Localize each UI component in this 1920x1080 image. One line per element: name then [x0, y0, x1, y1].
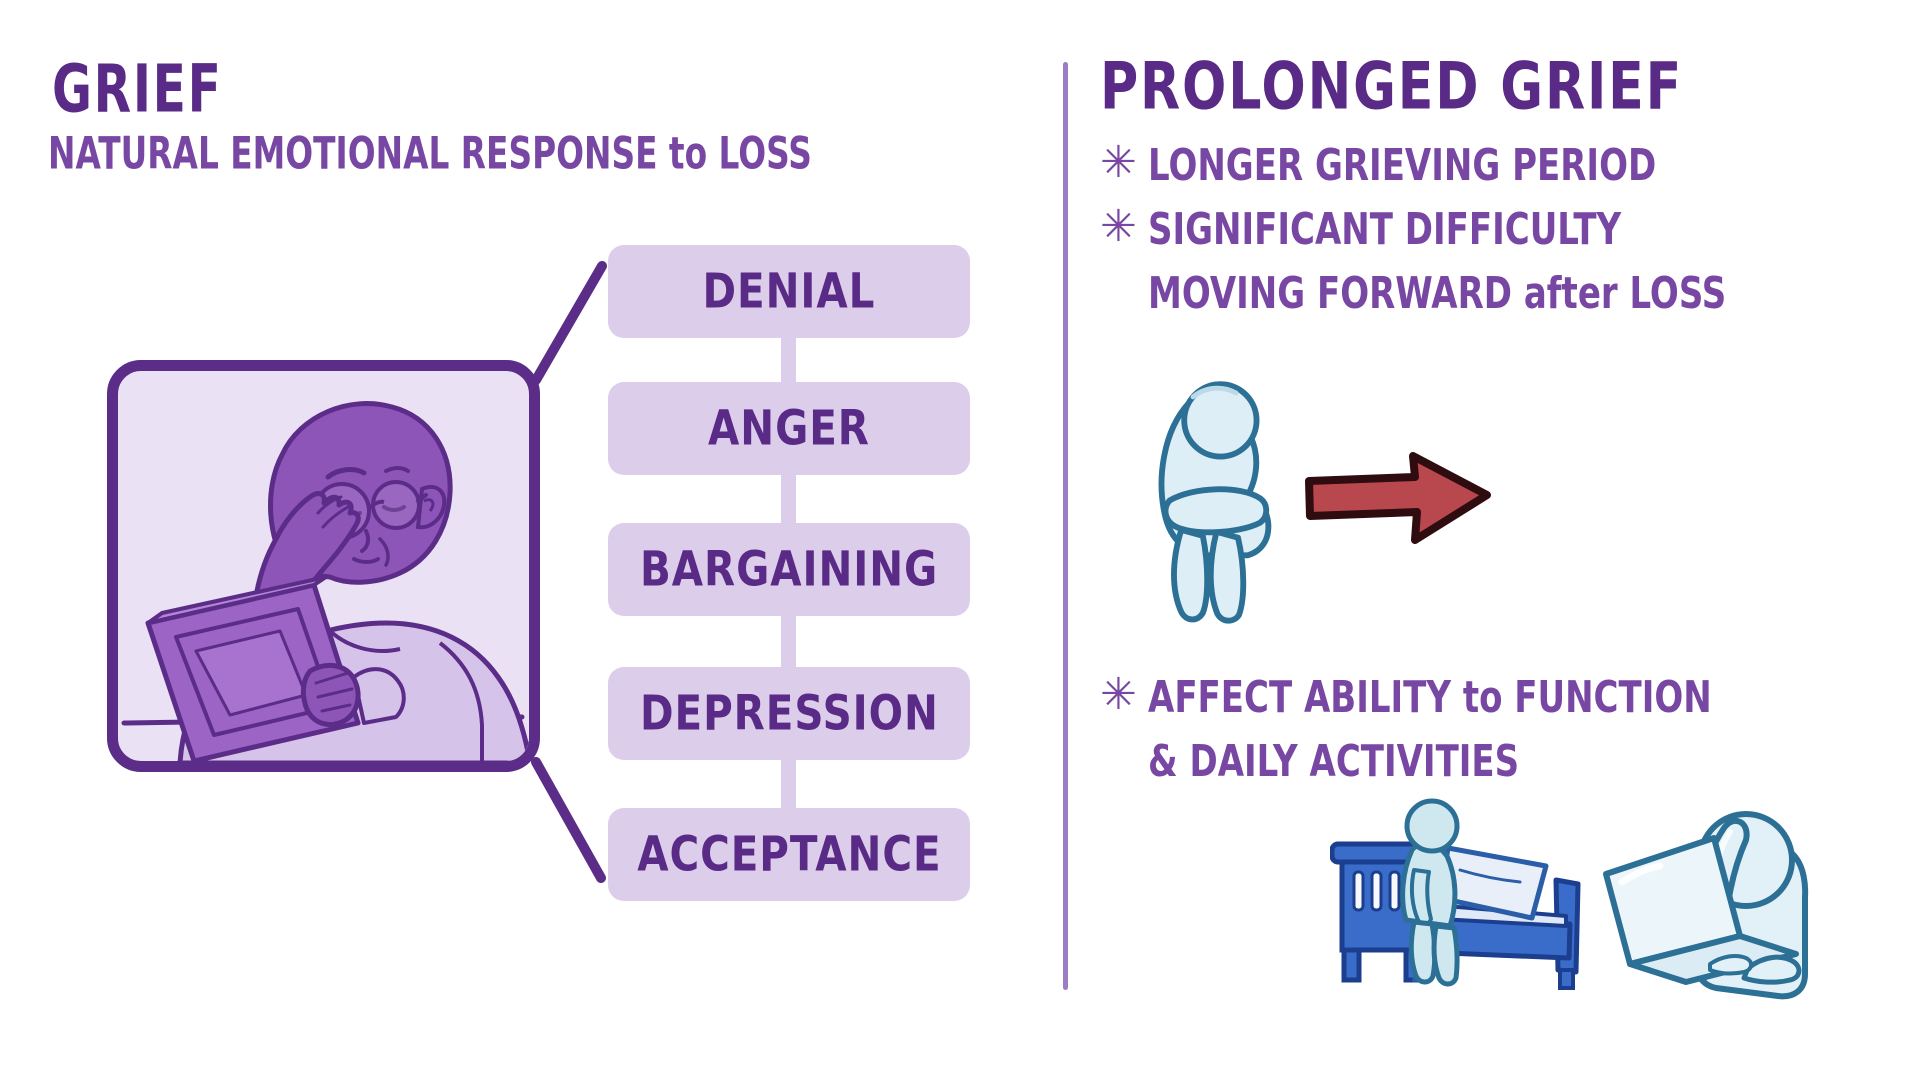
stage-label: ANGER: [708, 400, 870, 457]
asterisk-icon: ✳: [1100, 669, 1137, 720]
stage-connector: [781, 334, 796, 386]
bullet-text: AFFECT ABILITY to FUNCTION & DAILY ACTIV…: [1148, 672, 1712, 787]
stage-connector: [781, 471, 796, 527]
stage-label: ACCEPTANCE: [636, 826, 942, 883]
prolonged-grief-title: PROLONGED GRIEF: [1100, 48, 1684, 125]
arrow-right-icon: [1305, 452, 1491, 544]
stage-label: DENIAL: [702, 263, 876, 320]
bullet-affect-ability: ✳ AFFECT ABILITY to FUNCTION & DAILY ACT…: [1100, 666, 1811, 787]
stage-label: DEPRESSION: [639, 685, 939, 742]
bullet-text: LONGER GRIEVING PERIOD: [1148, 140, 1657, 192]
stage-box-depression: DEPRESSION: [608, 667, 970, 760]
curled-up-person-illustration: [1158, 381, 1272, 624]
asterisk-icon: ✳: [1100, 137, 1137, 188]
grieving-person-with-photo-frame-illustration: [121, 401, 529, 761]
panel-divider: [1063, 62, 1068, 990]
stage-connector: [781, 753, 796, 812]
stage-box-denial: DENIAL: [608, 245, 970, 338]
stage-box-bargaining: BARGAINING: [608, 523, 970, 616]
bullet-text: SIGNIFICANT DIFFICULTY MOVING FORWARD af…: [1148, 204, 1727, 319]
stage-label: BARGAINING: [639, 541, 939, 598]
person-sitting-on-bed-illustration: [1330, 798, 1581, 990]
bullet-longer-grieving: ✳ LONGER GRIEVING PERIOD: [1100, 134, 1746, 192]
photo-frame: [107, 360, 540, 772]
stage-connector: [781, 612, 796, 671]
stage-box-anger: ANGER: [608, 382, 970, 475]
person-at-laptop-illustration: [1603, 811, 1809, 1000]
bullet-difficulty-moving-forward: ✳ SIGNIFICANT DIFFICULTY MOVING FORWARD …: [1100, 198, 1828, 319]
asterisk-icon: ✳: [1100, 201, 1137, 252]
stage-box-acceptance: ACCEPTANCE: [608, 808, 970, 901]
grief-title: GRIEF: [52, 50, 223, 128]
grief-subtitle: NATURAL EMOTIONAL RESPONSE to LOSS: [48, 128, 812, 180]
